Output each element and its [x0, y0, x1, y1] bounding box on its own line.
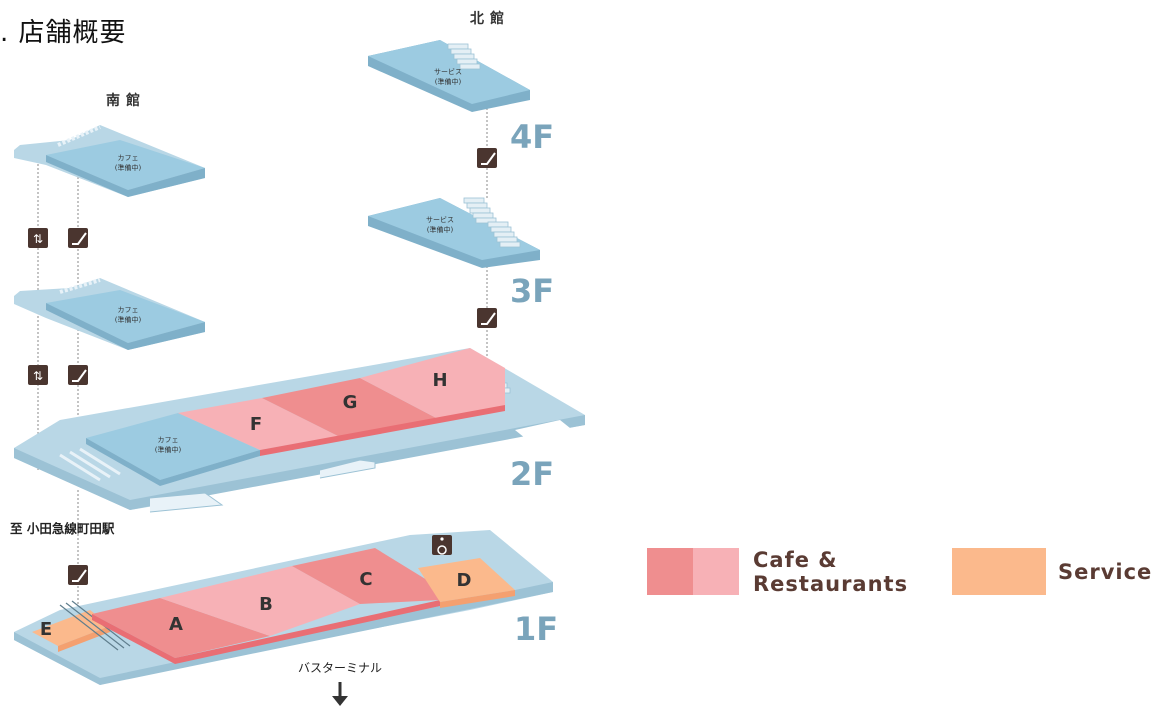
- shop-H-area: [360, 348, 505, 420]
- floor-label-4f: 4F: [510, 118, 555, 156]
- shop-F-label: F: [250, 414, 262, 435]
- north-3f-service-label: サービス: [426, 215, 454, 224]
- to-odakyu-station-label: 至 小田急線町田駅: [10, 521, 115, 536]
- north-building-label: 北館: [470, 11, 510, 27]
- shop-C-area: [292, 548, 440, 604]
- shop-B-area: [160, 566, 360, 636]
- 2f-cafe-status: (準備中): [155, 445, 182, 454]
- legend-cafe-swatch: [647, 548, 739, 595]
- south-mid-floor: [14, 278, 205, 350]
- 2f-floor: [14, 348, 585, 513]
- shop-E-label: E: [40, 619, 52, 640]
- shop-B-label: B: [259, 594, 273, 615]
- shop-H-label: H: [432, 370, 447, 391]
- escalator-icon: [68, 565, 88, 585]
- svg-text:⇅: ⇅: [33, 232, 43, 246]
- shop-D-label: D: [457, 570, 472, 591]
- shop-A-area: [92, 598, 270, 658]
- elevator-icon: ⇅: [28, 365, 48, 385]
- shop-G-label: G: [343, 392, 358, 413]
- shop-E-area: [32, 610, 110, 646]
- 1f-floor: [14, 530, 553, 685]
- legend-service-label: Service: [1058, 560, 1153, 584]
- legend-cafe-label-line2: Restaurants: [753, 572, 909, 596]
- south-top-cafe-label: カフェ: [118, 154, 139, 162]
- elevator-icon: ⇅: [28, 228, 48, 248]
- shop-D-area: [418, 558, 515, 602]
- legend-service-swatch: [952, 548, 1046, 595]
- shop-F-area: [178, 398, 338, 450]
- south-3f-floor: [14, 125, 205, 197]
- svg-text:⇅: ⇅: [33, 369, 43, 383]
- north-4f-service-label: サービス: [434, 67, 462, 76]
- legend-cafe-label-line1: Cafe &: [753, 548, 838, 572]
- escalator-icon: [477, 148, 497, 168]
- page-title: . 店舗概要: [0, 18, 127, 48]
- south-mid-cafe-status: (準備中): [115, 315, 142, 324]
- escalator-icon: [68, 228, 88, 248]
- floor-label-1f: 1F: [514, 610, 559, 648]
- bus-terminal-label: バスターミナル: [298, 661, 382, 675]
- wheelchair-icon: [432, 535, 452, 555]
- south-building-label: 南館: [106, 93, 146, 109]
- floor-label-2f: 2F: [510, 455, 555, 493]
- north-4f-floor: [368, 40, 530, 112]
- arrow-down-icon: [332, 682, 348, 706]
- shop-G-area: [262, 378, 440, 436]
- south-top-cafe-status: (準備中): [115, 163, 142, 172]
- south-mid-cafe-label: カフェ: [118, 306, 139, 314]
- shop-A-label: A: [169, 614, 183, 635]
- north-3f-floor: [368, 197, 540, 268]
- escalator-icon: [68, 365, 88, 385]
- north-4f-service-status: (準備中): [435, 77, 462, 86]
- shop-C-label: C: [359, 569, 372, 590]
- floor-label-3f: 3F: [510, 272, 555, 310]
- escalator-icon: [477, 308, 497, 328]
- north-3f-service-status: (準備中): [427, 225, 454, 234]
- 2f-cafe-label: カフェ: [158, 436, 179, 444]
